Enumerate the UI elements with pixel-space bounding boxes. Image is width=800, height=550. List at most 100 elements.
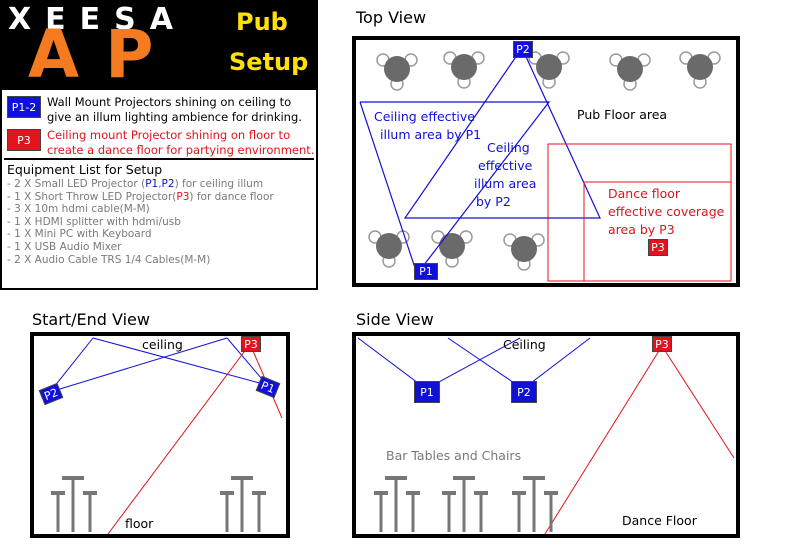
start-end-view-title: Start/End View <box>32 310 150 329</box>
p2-area-label-2: effective <box>478 158 533 173</box>
stool-leg <box>549 495 553 532</box>
side-beam <box>447 337 524 390</box>
side-beam <box>425 337 521 390</box>
stool-seat <box>406 491 420 495</box>
p1-area-label-2: illum area by P1 <box>380 127 482 142</box>
dance-inner-area <box>583 181 732 282</box>
round-table <box>431 230 473 268</box>
side-view-title: Side View <box>356 310 434 329</box>
round-table <box>609 53 651 91</box>
p2-area-label-1: Ceiling <box>487 140 530 155</box>
round-table <box>679 51 721 89</box>
top-p1-tag: P1 <box>414 263 438 280</box>
legend-p12-tag: P1-2 <box>7 96 41 118</box>
stool-seat <box>252 491 266 495</box>
stool-leg <box>411 495 415 532</box>
legend-p12-text-1: Wall Mount Projectors shining on ceiling… <box>47 95 292 109</box>
table-top <box>451 54 477 80</box>
stool-leg <box>56 495 60 532</box>
dance-area-label-2: effective coverage <box>608 204 725 219</box>
legend-p3-tag: P3 <box>7 129 41 151</box>
side-tables-label: Bar Tables and Chairs <box>386 448 522 463</box>
top-view-title: Top View <box>356 8 427 27</box>
equipment-item: - 1 X HDMI splitter with hdmi/usb <box>7 215 181 228</box>
se-floor-label: floor <box>125 516 154 531</box>
stool-seat <box>474 491 488 495</box>
legend-divider <box>4 158 314 160</box>
p1-area-label-1: Ceiling effective <box>374 109 475 124</box>
equipment-item: - 1 X USB Audio Mixer <box>7 240 122 253</box>
stool-seat <box>220 491 234 495</box>
se-beam <box>49 337 228 393</box>
equipment-item: - 2 X Audio Cable TRS 1/4 Cables(M-M) <box>7 253 211 266</box>
stool-leg <box>394 480 398 532</box>
p2-area-label-4: by P2 <box>476 194 511 209</box>
table-top <box>384 56 410 82</box>
side-dance-floor-label: Dance Floor <box>622 513 697 528</box>
stool-leg <box>225 495 229 532</box>
stool-seat <box>374 491 388 495</box>
equipment-title: Equipment List for Setup <box>7 162 163 177</box>
equipment-item: - 3 X 10m hdmi cable(M-M) <box>7 203 150 216</box>
table-top <box>536 54 562 80</box>
table-top <box>376 233 402 259</box>
stool-seat <box>385 476 407 480</box>
stool-leg <box>88 495 92 532</box>
round-table <box>376 53 418 91</box>
stool-seat <box>231 476 253 480</box>
side-red-beam <box>544 345 663 535</box>
legend-p3-text-1: Ceiling mount Projector shining on floor… <box>47 128 291 142</box>
p2-area-label-3: illum area <box>474 176 537 191</box>
logo-title-line2: Setup <box>229 48 309 76</box>
legend-box <box>0 90 318 290</box>
equipment-list: - 2 X Small LED Projector (P1,P2) for ce… <box>7 178 274 266</box>
se-p3-tag: P3 <box>241 336 261 352</box>
equipment-item: - 1 X Short Throw LED Projector(P3) for … <box>7 190 274 203</box>
round-table <box>443 51 485 89</box>
stool-seat <box>62 476 84 480</box>
table-top <box>617 56 643 82</box>
se-tables <box>51 476 266 532</box>
stool-leg <box>462 480 466 532</box>
side-beam <box>522 337 591 390</box>
side-p3-tag: P3 <box>652 336 672 352</box>
stool-leg <box>379 495 383 532</box>
brand-main-text: AP <box>28 16 180 93</box>
legend-p12-text-2: give an illum lighting ambience for drin… <box>47 110 302 124</box>
table-top <box>439 233 465 259</box>
side-red-beam <box>661 345 735 459</box>
p1-illum-area <box>359 101 551 276</box>
stool-leg <box>447 495 451 532</box>
se-red-beam <box>107 343 251 535</box>
round-table <box>528 51 570 89</box>
stool-seat <box>453 476 475 480</box>
stool-seat <box>442 491 456 495</box>
stool-seat <box>51 491 65 495</box>
se-ceiling-label: ceiling <box>142 337 183 352</box>
side-p2-tag: P2 <box>511 381 537 403</box>
stool-seat <box>544 491 558 495</box>
table-top <box>687 54 713 80</box>
table-top <box>511 236 537 262</box>
top-p2-tag: P2 <box>513 41 533 58</box>
stool-leg <box>71 480 75 532</box>
equipment-item: - 2 X Small LED Projector (P1,P2) for ce… <box>7 178 264 190</box>
side-p1-tag: P1 <box>414 381 440 403</box>
stool-seat <box>83 491 97 495</box>
equipment-item: - 1 X Mini PC with Keyboard <box>7 228 152 241</box>
pub-floor-label: Pub Floor area <box>577 107 668 122</box>
side-tables <box>374 476 558 532</box>
stool-leg <box>257 495 261 532</box>
stool-leg <box>532 480 536 532</box>
stool-seat <box>523 476 545 480</box>
brand-top-text: XEESA <box>8 2 187 37</box>
top-p3-tag: P3 <box>648 239 668 256</box>
stool-leg <box>479 495 483 532</box>
legend-p3-text-2: create a dance floor for partying enviro… <box>47 143 315 157</box>
stool-leg <box>240 480 244 532</box>
dance-area-label-3: area by P3 <box>608 222 675 237</box>
dance-area-label-1: Dance floor <box>608 186 681 201</box>
logo-title-line1: Pub <box>236 8 288 36</box>
se-beam <box>92 337 268 386</box>
